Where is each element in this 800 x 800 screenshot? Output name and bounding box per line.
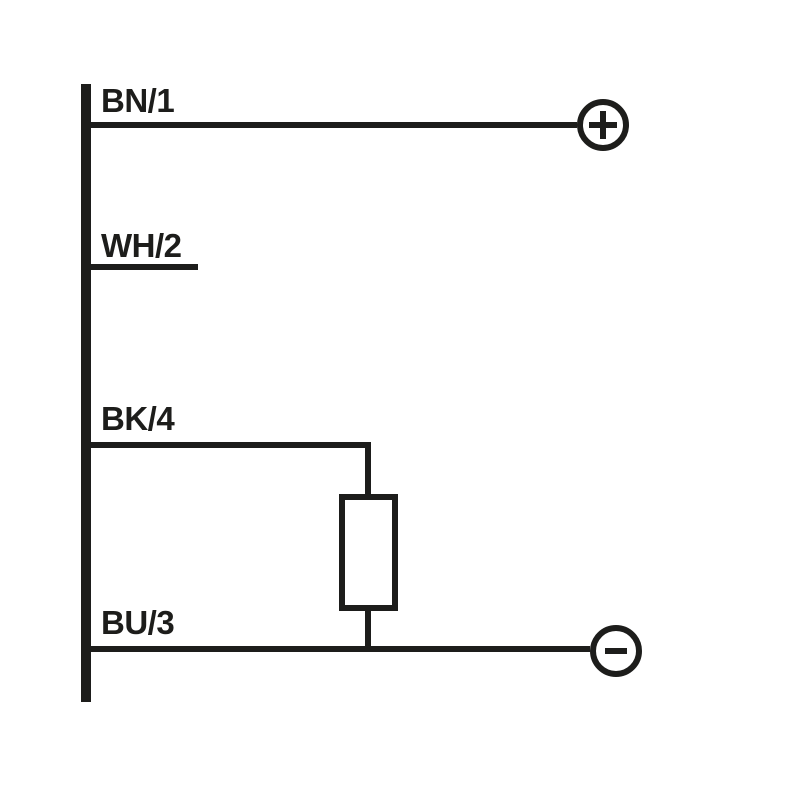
minus-terminal — [590, 625, 642, 677]
plus-terminal — [577, 99, 629, 151]
plus-icon — [600, 111, 606, 139]
wire-label-wh-2: WH/2 — [101, 227, 182, 264]
load-to-bu-3-connector — [365, 605, 371, 652]
wire-label-bk-4: BK/4 — [101, 400, 175, 437]
wire-label-bu-3: BU/3 — [101, 604, 175, 641]
wire-label-bn-1: BN/1 — [101, 82, 175, 119]
wire-bu-3 — [91, 646, 590, 652]
minus-icon — [605, 648, 627, 654]
wire-bk-4-drop — [365, 442, 371, 502]
bus-bar — [81, 84, 91, 702]
wire-wh-2 — [91, 264, 198, 270]
load-resistor — [339, 494, 398, 611]
wire-bk-4 — [91, 442, 371, 448]
wire-bn-1 — [91, 122, 577, 128]
